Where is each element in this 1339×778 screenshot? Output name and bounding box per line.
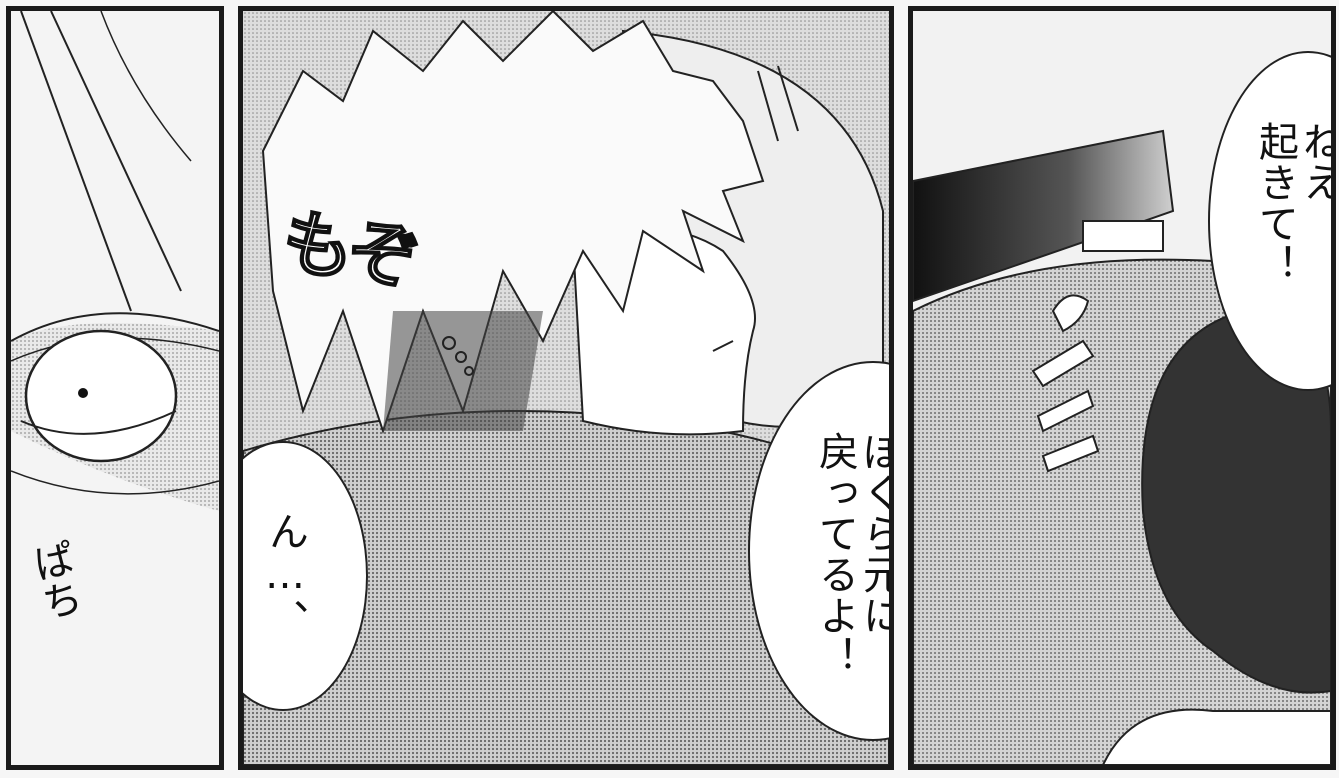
manga-panel-2: もぞ ん…、 ぼくら元に 戻ってるよ！ xyxy=(238,6,894,770)
panel-2-artwork xyxy=(243,11,889,765)
manga-panel-3: ねえ 起きて！ xyxy=(908,6,1336,770)
speech-text-n: ん…、 xyxy=(262,511,308,640)
speech-text-nee: ねえ 起きて！ xyxy=(1252,121,1336,285)
speech-text-bokura: ぼくら元に 戻ってるよ！ xyxy=(812,431,894,677)
sfx-mozo: もぞ xyxy=(276,198,423,302)
eye-pupil-icon xyxy=(78,388,88,398)
panel-1-artwork xyxy=(11,11,219,765)
panel-3-artwork xyxy=(913,11,1331,765)
manga-panel-1: ぱち xyxy=(6,6,224,770)
